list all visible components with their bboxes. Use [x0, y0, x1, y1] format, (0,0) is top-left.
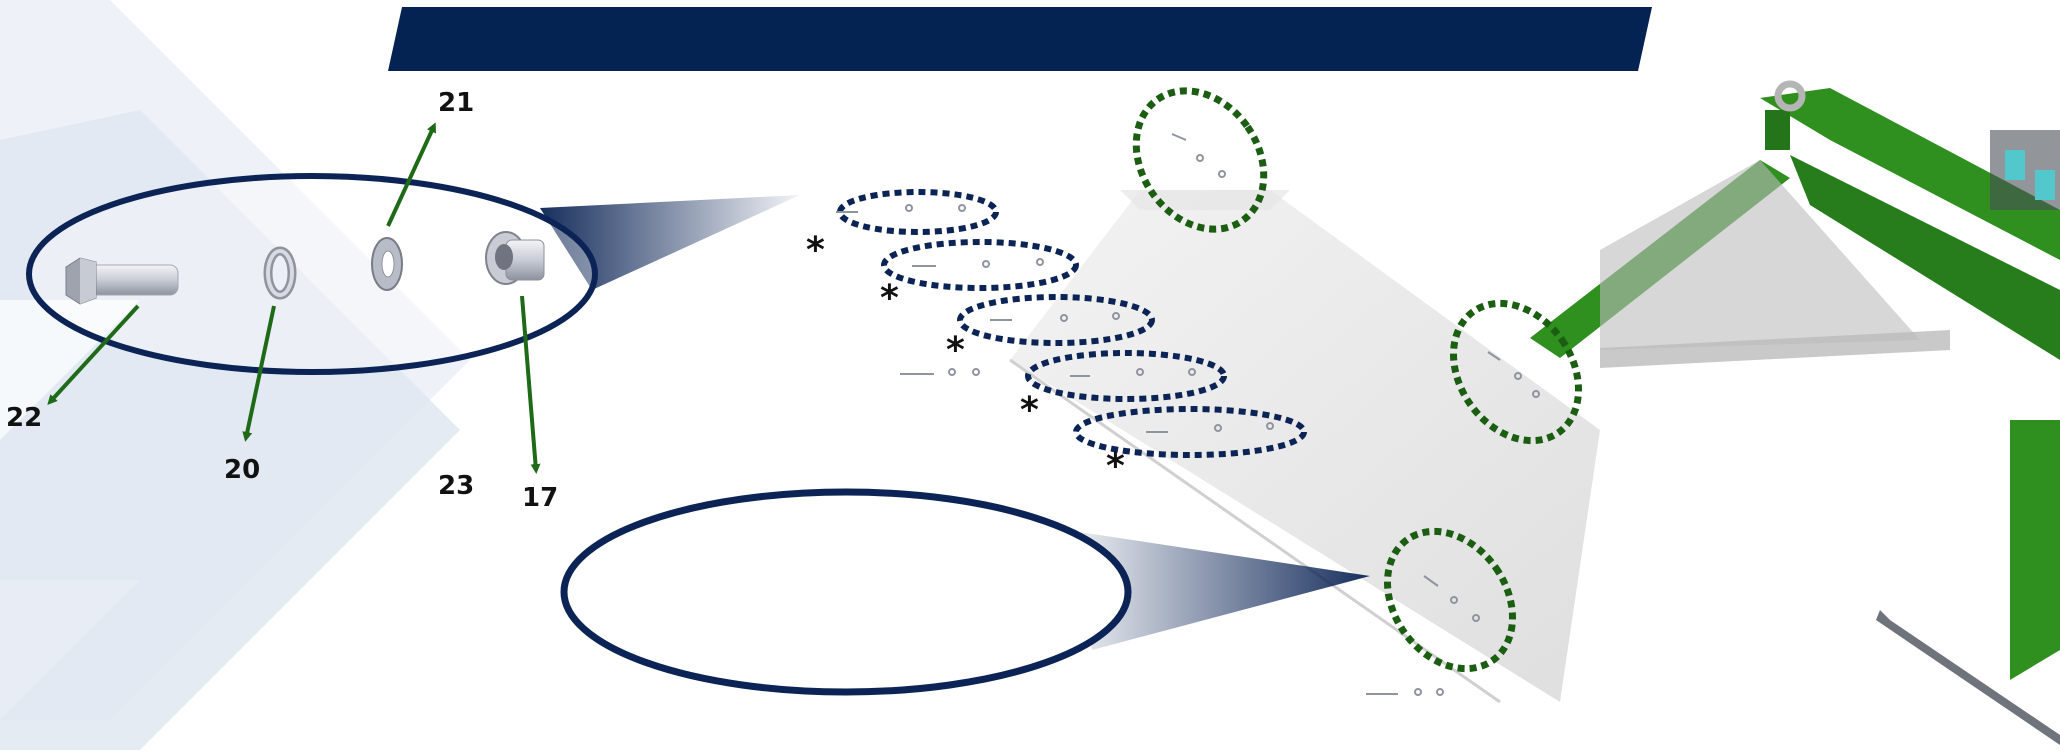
hardware-callout	[26, 173, 598, 375]
step-ellipse-5	[1073, 406, 1307, 458]
leader-arrow-21	[386, 122, 437, 227]
plate-hole-ellipse-top	[1132, 87, 1268, 233]
lower-callout-ellipse	[560, 488, 1132, 696]
plate-hole-ellipse-bottom	[1384, 527, 1516, 673]
asterisk-marker-2: *	[880, 278, 899, 319]
plate-hole-groups	[1132, 87, 1582, 673]
part-label-20: 20	[224, 455, 260, 485]
part-label-21: 21	[438, 88, 474, 118]
hardware-step-groups	[837, 189, 1307, 458]
step-ellipse-3	[957, 294, 1155, 346]
plate-hole-ellipse-right	[1450, 299, 1582, 445]
step-ellipse-4	[1025, 350, 1227, 402]
step-ellipse-2	[881, 239, 1079, 291]
part-label-23: 23	[438, 471, 474, 501]
leader-arrow-20	[242, 305, 276, 442]
lock-washer-icon	[263, 246, 297, 300]
asterisk-marker-4: *	[1020, 390, 1039, 431]
asterisk-marker-1: *	[806, 230, 825, 271]
step-ellipse-1	[837, 189, 999, 235]
hardware-ellipse	[26, 173, 598, 375]
leader-arrow-17	[520, 295, 541, 474]
leader-arrows	[47, 122, 541, 474]
background-chevrons	[0, 0, 470, 750]
asterisk-marker-5: *	[1106, 446, 1125, 487]
part-label-22: 22	[6, 403, 42, 433]
zoom-wedge-hardware	[540, 195, 800, 290]
leader-arrow-22	[47, 304, 140, 405]
hex-bolt-icon	[65, 257, 179, 305]
zoom-wedge-lower	[1066, 530, 1370, 650]
part-label-17: 17	[522, 483, 558, 513]
small-hardware-glyphs	[836, 133, 1540, 696]
asterisk-marker-3: *	[946, 330, 965, 371]
flat-washer-icon	[371, 237, 403, 291]
flange-nut-icon	[485, 231, 545, 285]
title-banner	[388, 7, 1652, 71]
green-frame	[1530, 80, 2060, 745]
